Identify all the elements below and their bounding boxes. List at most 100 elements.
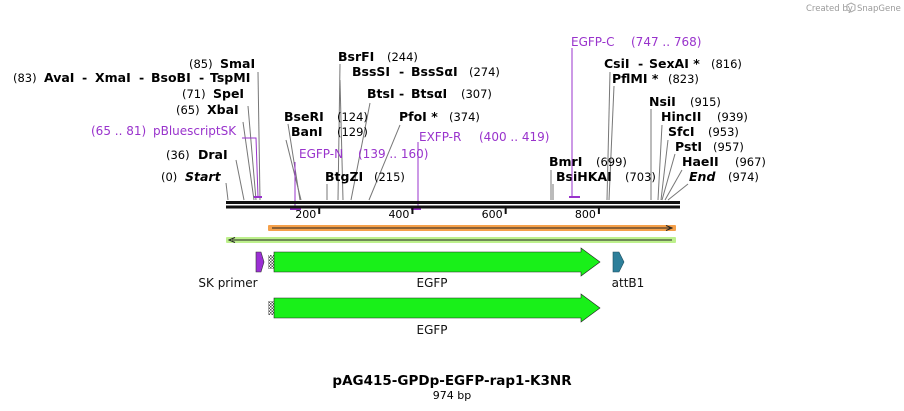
site-hincii-pos: (939) <box>717 110 748 124</box>
site-avai-pos: (83) <box>13 71 37 85</box>
site-sfci-pos: (953) <box>708 125 739 139</box>
site-start-pos: (0) <box>161 170 177 184</box>
site-bsihkai: BsiHKAI <box>556 169 612 184</box>
primer-pbluescriptsk-range: (65 .. 81) <box>91 124 146 138</box>
site-leader-lines <box>225 63 689 201</box>
feature-attb1: attB1 <box>612 251 645 290</box>
site-dash: - <box>139 70 144 85</box>
feature-sk-primer-label: SK primer <box>198 276 257 290</box>
site-spei: SpeI <box>213 86 244 101</box>
egfp-cds-hatch <box>268 301 274 315</box>
site-haeii-pos: (967) <box>735 155 766 169</box>
site-bseri: BseRI <box>284 109 324 124</box>
site-psti: PstI <box>675 139 702 154</box>
site-dash: - <box>399 64 404 79</box>
site-xmai: XmaI <box>95 70 131 85</box>
site-dash: - <box>399 86 404 101</box>
primer-egfp-c-range: (747 .. 768) <box>631 35 701 49</box>
credit-prefix: Created by <box>806 4 853 14</box>
primer-egfp-n-name: EGFP-N <box>299 147 343 161</box>
site-dash: - <box>199 70 204 85</box>
site-pflmi: PflMI * <box>612 71 659 86</box>
snapgene-logo-icon <box>846 2 856 13</box>
site-spei-pos: (71) <box>182 87 206 101</box>
site-xbai: XbaI <box>207 102 239 117</box>
site-end-pos: (974) <box>728 170 759 184</box>
site-psti-pos: (957) <box>713 140 744 154</box>
orange-feature-bar <box>268 225 676 231</box>
site-dash: - <box>82 70 87 85</box>
primer-egfp-c-name: EGFP-C <box>571 35 614 49</box>
site-drai: DraI <box>198 147 228 162</box>
site-bsihkai-pos: (703) <box>625 170 656 184</box>
credit-brand: SnapGene <box>857 4 901 14</box>
sequence-backbone <box>226 201 680 209</box>
primer-exfp-r-range: (400 .. 419) <box>479 130 549 144</box>
site-csii: CsiI <box>604 56 630 71</box>
site-drai-pos: (36) <box>166 148 190 162</box>
site-bseri-pos: (124) <box>337 110 368 124</box>
site-bsssai-pos: (274) <box>469 65 500 79</box>
ruler-tick-label: 600 <box>482 208 503 221</box>
site-bsssi: BssSI <box>352 64 390 79</box>
primer-egfp-n-range: (139 .. 160) <box>358 147 428 161</box>
primer-egfp-n: EGFP-N (139 .. 160) <box>290 147 428 210</box>
site-nsii: NsiI <box>649 94 676 109</box>
site-pflmi-pos: (823) <box>668 72 699 86</box>
site-btsai-pos: (307) <box>461 87 492 101</box>
primer-egfp-c: EGFP-C (747 .. 768) <box>569 35 701 198</box>
site-avai: AvaI <box>44 70 74 85</box>
ruler-tick-label: 400 <box>388 208 409 221</box>
site-start: Start <box>185 169 222 184</box>
site-haeii: HaeII <box>682 154 719 169</box>
site-pfoi-pos: (374) <box>449 110 480 124</box>
feature-egfp: EGFP <box>268 247 601 290</box>
site-pfoi: PfoI * <box>399 109 438 124</box>
egfp-arrow <box>273 247 601 277</box>
ruler: 200 400 600 800 <box>295 208 600 221</box>
site-tspmi: TspMI <box>210 70 250 85</box>
map-title: pAG415-GPDp-EGFP-rap1-K3NR <box>332 373 572 389</box>
site-xbai-pos: (65) <box>176 103 200 117</box>
site-bani: BanI <box>291 124 323 139</box>
site-sexai-pos: (816) <box>711 57 742 71</box>
primer-pbluescriptsk-name: pBluescriptSK <box>153 124 237 138</box>
site-bmri: BmrI <box>549 154 582 169</box>
site-smai-pos: (85) <box>189 57 213 71</box>
feature-egfp-label: EGFP <box>416 276 447 290</box>
egfp-cds-arrow <box>273 293 601 323</box>
green-feature-bar <box>226 237 676 243</box>
attb1-arrow <box>612 251 625 273</box>
ruler-tick-label: 200 <box>295 208 316 221</box>
site-smai: SmaI <box>220 56 255 71</box>
egfp-hatch <box>268 255 274 269</box>
feature-egfp-cds: EGFP <box>268 293 601 337</box>
site-btsai: BtsαI <box>411 86 447 101</box>
site-sfci: SfcI <box>668 124 695 139</box>
site-bsrfi-pos: (244) <box>387 50 418 64</box>
primer-pbluescriptsk: (65 .. 81) pBluescriptSK <box>91 124 262 198</box>
site-sexai: SexAI * <box>649 56 700 71</box>
site-bmri-pos: (699) <box>596 155 627 169</box>
primer-exfp-r: EXFP-R (400 .. 419) <box>411 130 549 210</box>
restriction-sites: (85) SmaI (83) AvaI - XmaI - BsoBI - Tsp… <box>13 49 766 184</box>
snapgene-credit: Created by SnapGene <box>806 2 901 14</box>
site-bsrfi: BsrFI <box>338 49 374 64</box>
sk-primer-arrow <box>255 251 265 273</box>
map-subtitle: 974 bp <box>433 389 471 402</box>
site-hincii: HincII <box>661 109 701 124</box>
feature-attb1-label: attB1 <box>612 276 645 290</box>
feature-sk-primer: SK primer <box>198 251 265 290</box>
site-btgzi-pos: (215) <box>374 170 405 184</box>
primer-sites: (65 .. 81) pBluescriptSK EGFP-N (139 .. … <box>91 35 701 210</box>
site-btgzi: BtgZI <box>325 169 363 184</box>
site-bsobi: BsoBI <box>151 70 191 85</box>
primer-exfp-r-name: EXFP-R <box>419 130 461 144</box>
site-bani-pos: (129) <box>337 125 368 139</box>
site-dash: - <box>638 56 643 71</box>
site-nsii-pos: (915) <box>690 95 721 109</box>
site-end: End <box>689 169 716 184</box>
ruler-tick-label: 800 <box>575 208 596 221</box>
feature-egfp-cds-label: EGFP <box>416 323 447 337</box>
